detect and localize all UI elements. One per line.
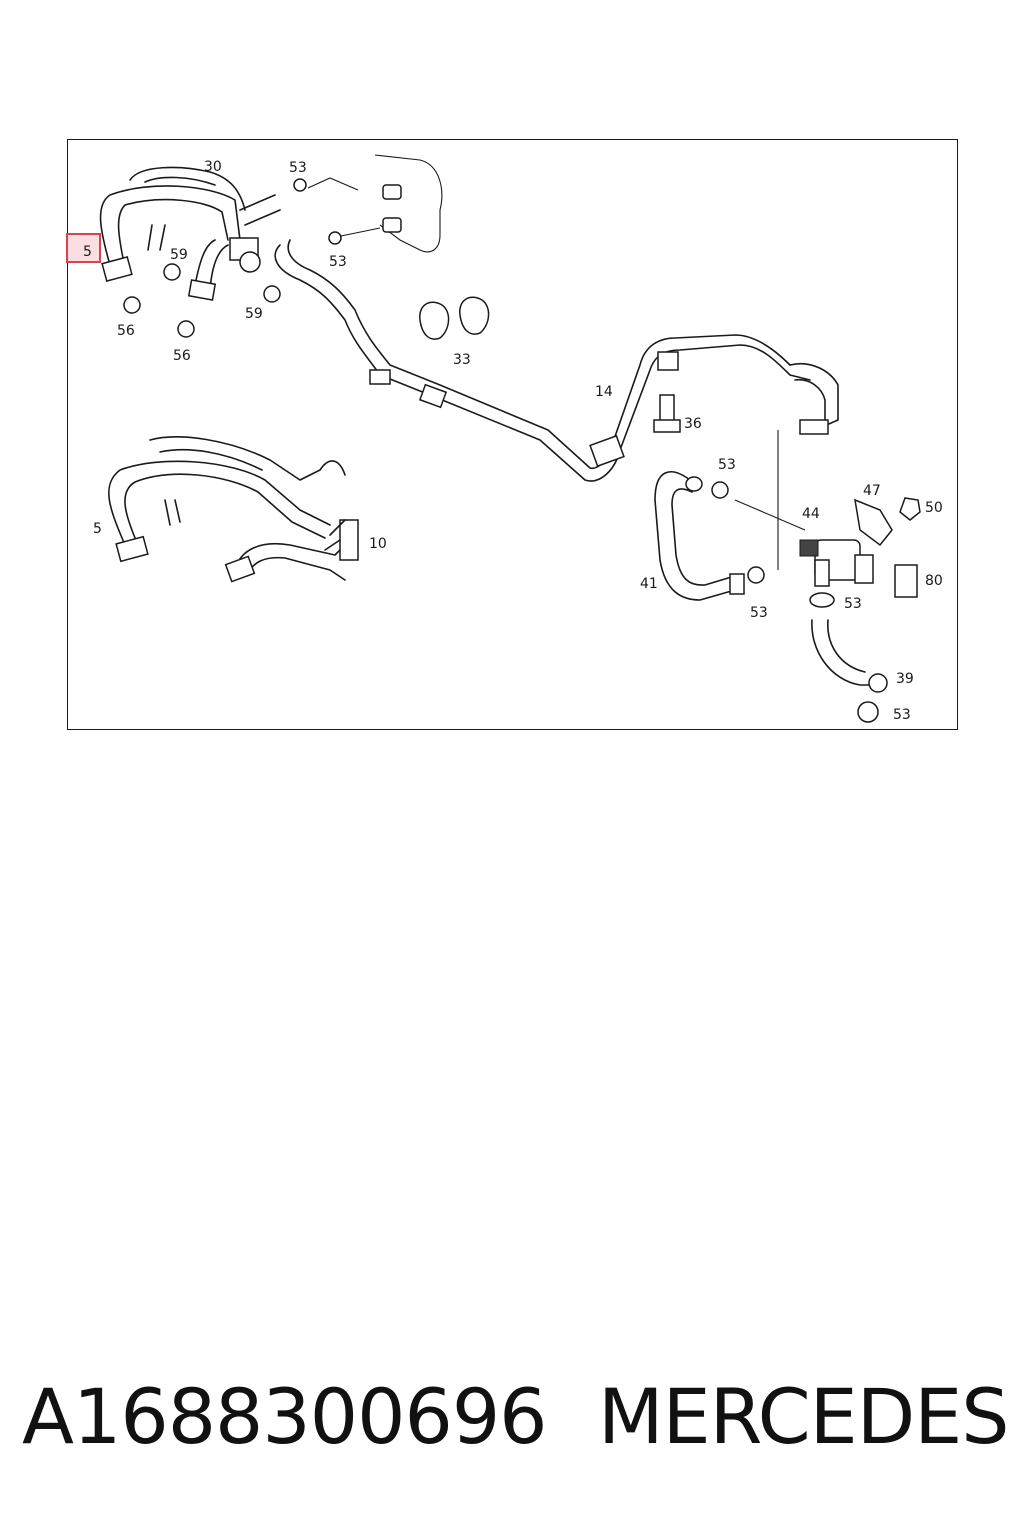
brand-name: MERCEDES xyxy=(598,1372,1009,1461)
pipe-assembly xyxy=(274,239,839,570)
callout-30: 30 xyxy=(204,159,222,175)
callout-47: 47 xyxy=(863,483,881,499)
hose-41 xyxy=(654,471,806,601)
callout-33: 33 xyxy=(453,352,471,368)
callout-14: 14 xyxy=(595,384,613,400)
callout-53: 53 xyxy=(289,160,307,176)
clamp-group xyxy=(123,178,342,338)
callout-39: 39 xyxy=(896,671,914,687)
callout-10: 10 xyxy=(369,536,387,552)
callout-53: 53 xyxy=(329,254,347,270)
callout-36: 36 xyxy=(684,416,702,432)
highlighted-callout-box[interactable] xyxy=(66,233,101,263)
parts-diagram: 30 53 53 59 59 56 56 33 14 36 53 47 50 4… xyxy=(93,154,943,723)
hose-39 xyxy=(809,592,888,723)
water-pump xyxy=(799,539,874,587)
callout-53: 53 xyxy=(718,457,736,473)
callout-53: 53 xyxy=(750,605,768,621)
callout-56: 56 xyxy=(173,348,191,364)
hose-assembly-lower-left xyxy=(108,436,359,583)
heater-bracket xyxy=(307,154,443,253)
callout-50: 50 xyxy=(925,500,943,516)
hose-assembly-upper-left xyxy=(99,166,281,301)
callout-80: 80 xyxy=(925,573,943,589)
callout-44: 44 xyxy=(802,506,820,522)
diagram-frame xyxy=(67,139,958,730)
callout-5: 5 xyxy=(93,521,102,537)
callout-59: 59 xyxy=(245,306,263,322)
callout-41: 41 xyxy=(640,576,658,592)
part-number: A1688300696 xyxy=(22,1372,548,1461)
clip-pair xyxy=(419,296,490,340)
callout-56: 56 xyxy=(117,323,135,339)
bolt xyxy=(653,394,681,433)
small-parts xyxy=(854,497,921,598)
highlighted-callout-5: 5 xyxy=(83,244,92,260)
callout-59: 59 xyxy=(170,247,188,263)
callout-53: 53 xyxy=(844,596,862,612)
callout-53: 53 xyxy=(893,707,911,723)
